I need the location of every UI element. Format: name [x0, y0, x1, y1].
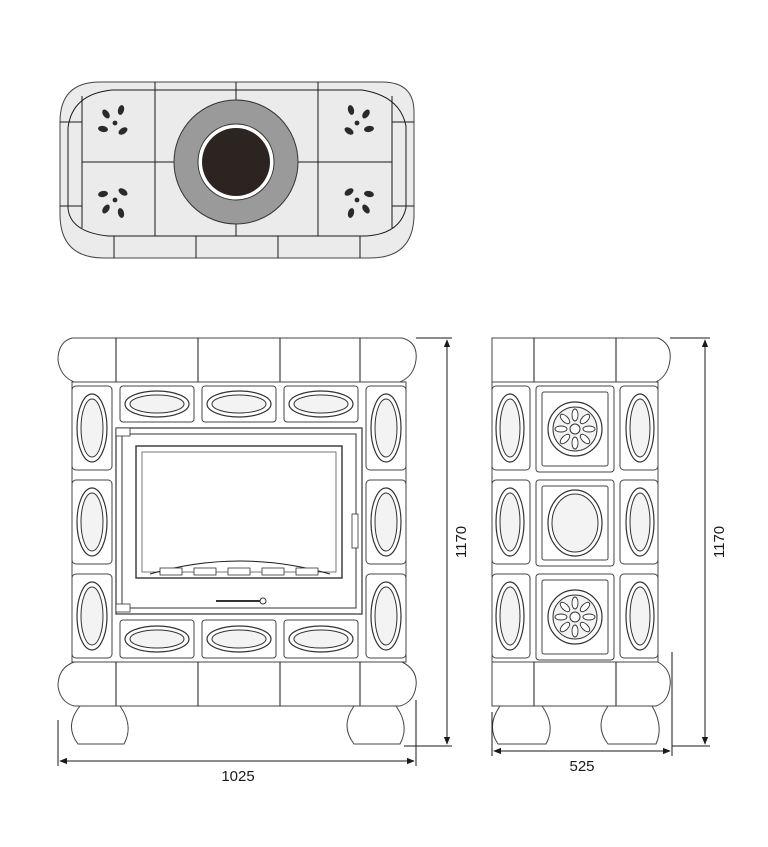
side-depth-label: 525 — [569, 758, 594, 775]
front-view — [57, 337, 417, 745]
flue-opening — [202, 128, 270, 196]
side-height-label: 1170 — [711, 526, 728, 558]
front-height-label: 1170 — [453, 526, 470, 558]
tile-motif-top-left — [98, 105, 128, 135]
tile-motif-bottom-right — [344, 188, 374, 218]
fire-door — [115, 427, 363, 615]
front-height-dimension: 1170 — [404, 337, 470, 747]
top-view — [59, 81, 415, 259]
front-width-dimension: 1025 — [57, 700, 417, 785]
tile-motif-top-right — [344, 105, 374, 135]
rosette-lower — [547, 589, 603, 645]
rosette-upper — [547, 401, 603, 457]
side-depth-dimension: 525 — [491, 652, 673, 775]
front-width-label: 1025 — [221, 768, 254, 785]
tile-motif-bottom-left — [98, 188, 128, 218]
side-view — [491, 337, 671, 745]
side-height-dimension: 1170 — [670, 337, 728, 747]
